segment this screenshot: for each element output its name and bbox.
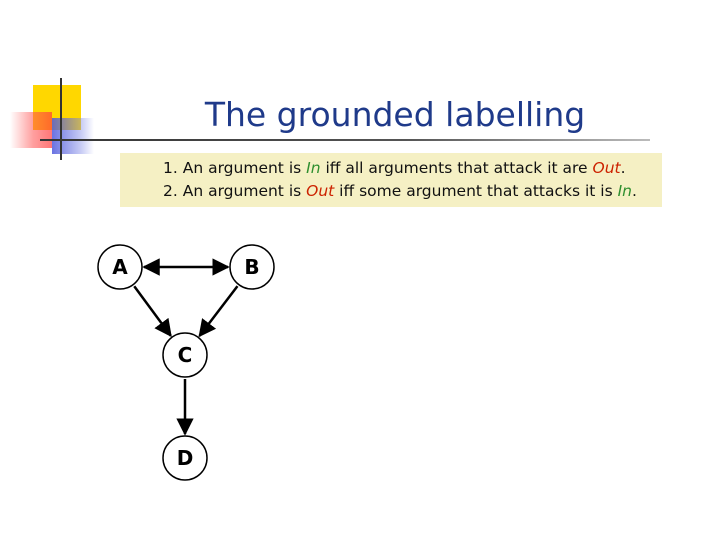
node-a-label: A: [112, 255, 128, 279]
rule-2-out-term: Out: [306, 182, 335, 200]
rule-2-text: An argument is: [182, 182, 307, 200]
rule-2-number: 2.: [163, 182, 178, 200]
decorative-vertical-line: [60, 78, 62, 160]
rules-box: 1. An argument is In iff all arguments t…: [120, 153, 662, 207]
node-c: [162, 332, 208, 378]
node-d: [162, 435, 208, 481]
rule-1-text-2: iff all arguments that attack it are: [320, 159, 593, 177]
rule-1-out-term: Out: [592, 159, 621, 177]
node-c-label: C: [178, 343, 193, 367]
rule-1-in-term: In: [306, 159, 321, 177]
decorative-blue-square: [52, 118, 94, 154]
node-b-label: B: [244, 255, 259, 279]
rule-1-number: 1.: [163, 159, 178, 177]
rule-1: 1. An argument is In iff all arguments t…: [163, 157, 662, 180]
node-d-label: D: [177, 446, 194, 470]
edge-a-c: [133, 285, 172, 338]
node-a: [97, 244, 143, 290]
node-b: [229, 244, 275, 290]
rule-2-text-2: iff some argument that attacks it is: [334, 182, 618, 200]
rule-2: 2. An argument is Out iff some argument …: [163, 180, 662, 203]
decorative-red-square: [10, 112, 52, 148]
rule-1-period: .: [620, 159, 626, 177]
edge-b-c: [198, 285, 239, 338]
rule-1-text: An argument is: [182, 159, 307, 177]
rule-2-period: .: [632, 182, 637, 200]
rule-2-in-term: In: [617, 182, 632, 200]
title-underline: [40, 139, 650, 141]
slide-title: The grounded labelling: [204, 95, 586, 134]
